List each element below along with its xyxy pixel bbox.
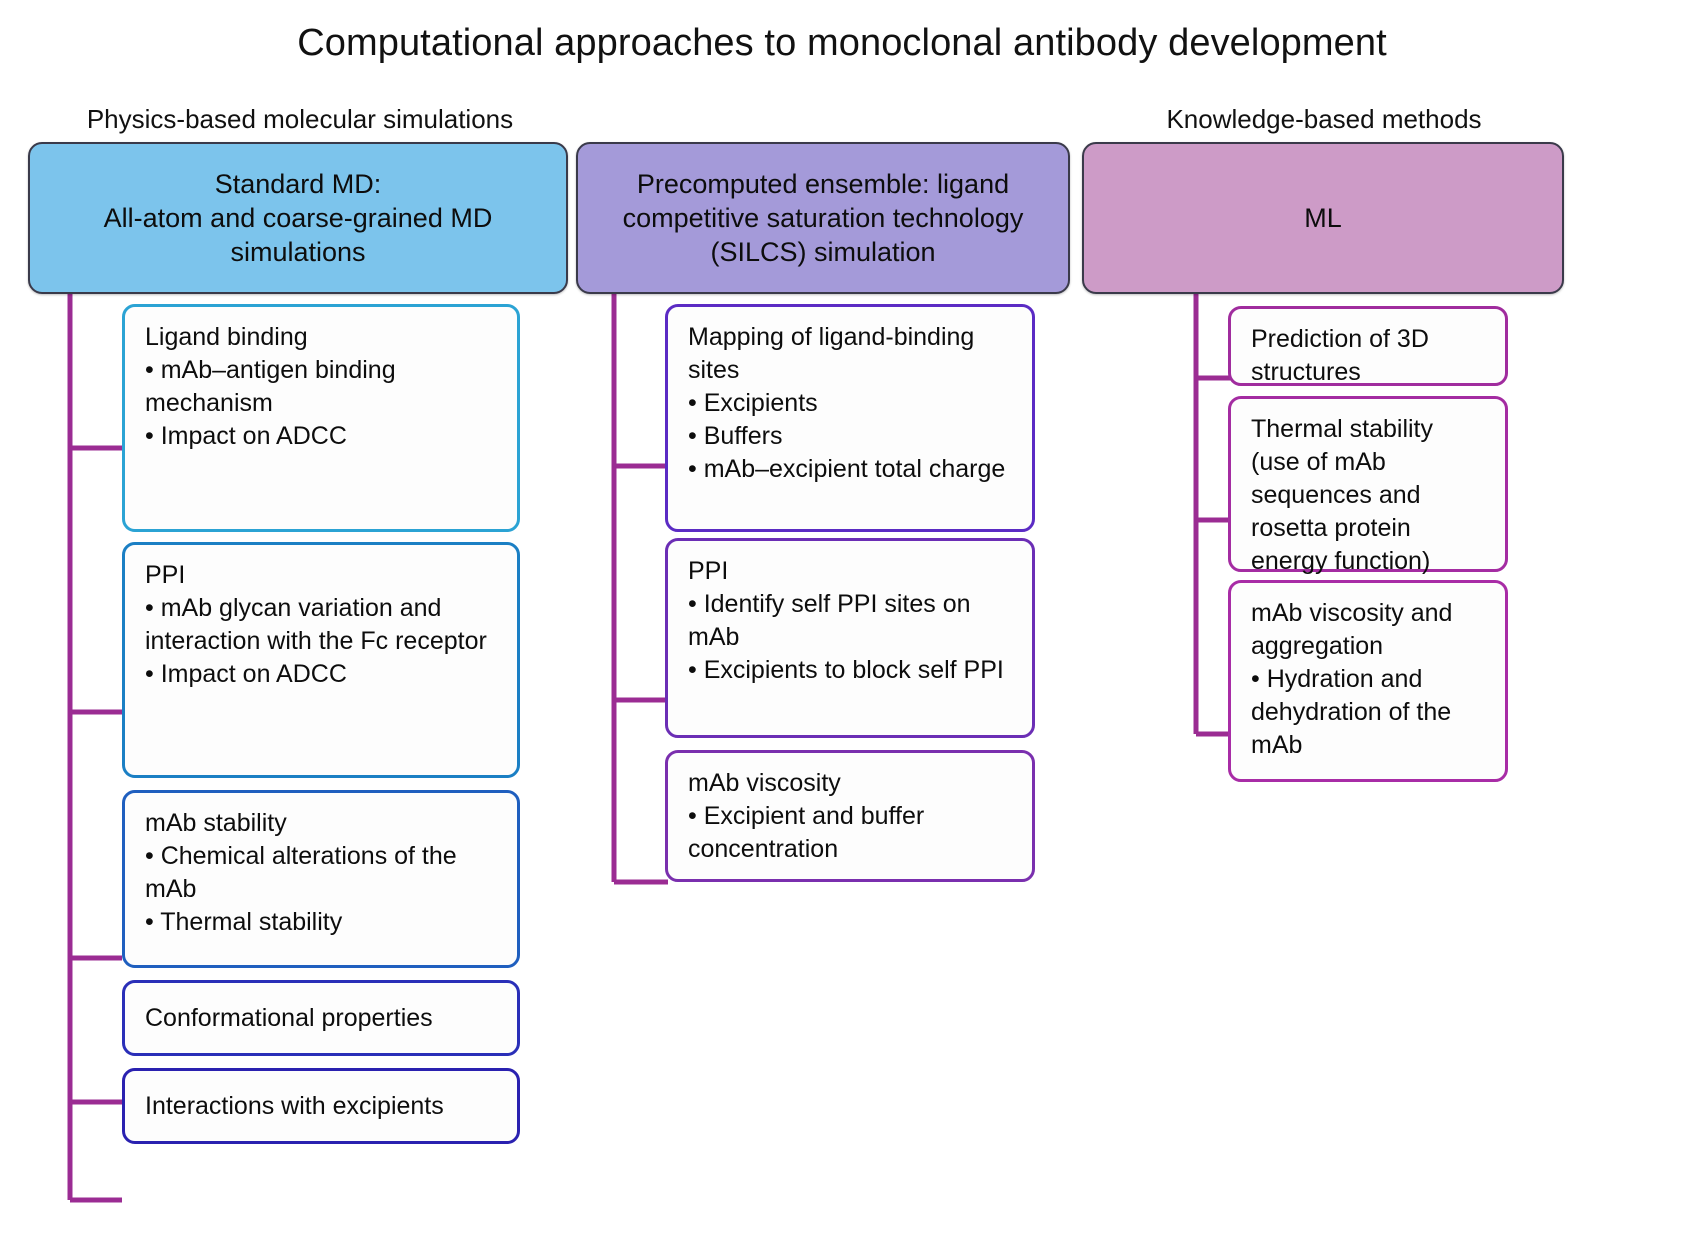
node-mab-viscosity-aggregation-ml-text: mAb viscosity and aggregation • Hydratio…	[1251, 599, 1453, 759]
node-conformational-properties-text: Conformational properties	[145, 1003, 433, 1032]
node-mab-stability[interactable]: mAb stability • Chemical alterations of …	[122, 790, 520, 968]
node-mab-viscosity-silcs-text: mAb viscosity • Excipient and buffer con…	[688, 769, 925, 863]
node-mab-stability-text: mAb stability • Chemical alterations of …	[145, 809, 457, 936]
node-ligand-binding[interactable]: Ligand binding • mAb–antigen binding mec…	[122, 304, 520, 532]
node-ppi-silcs[interactable]: PPI • Identify self PPI sites on mAb • E…	[665, 538, 1035, 738]
node-thermal-stability-ml[interactable]: Thermal stability (use of mAb sequences …	[1228, 396, 1508, 575]
node-prediction-3d-structures-text: Prediction of 3D structures	[1251, 325, 1429, 386]
node-ppi-md[interactable]: PPI • mAb glycan variation and interacti…	[122, 542, 520, 778]
node-mab-viscosity-aggregation-ml[interactable]: mAb viscosity and aggregation • Hydratio…	[1228, 580, 1508, 782]
node-mapping-ligand-binding-sites[interactable]: Mapping of ligand-binding sites • Excipi…	[665, 304, 1035, 532]
column-header-physics: Physics-based molecular simulations	[86, 104, 514, 134]
panel-standard-md[interactable]: Standard MD: All-atom and coarse-grained…	[28, 142, 568, 294]
node-prediction-3d-structures[interactable]: Prediction of 3D structures	[1228, 306, 1508, 386]
panel-standard-md-label: Standard MD: All-atom and coarse-grained…	[103, 168, 493, 268]
node-interactions-with-excipients-text: Interactions with excipients	[145, 1091, 444, 1120]
node-mapping-ligand-binding-sites-text: Mapping of ligand-binding sites • Excipi…	[688, 323, 1006, 483]
node-mab-viscosity-silcs[interactable]: mAb viscosity • Excipient and buffer con…	[665, 750, 1035, 882]
panel-ml-label: ML	[1304, 202, 1342, 233]
column-header-knowledge: Knowledge-based methods	[1166, 104, 1482, 134]
node-thermal-stability-ml-text: Thermal stability (use of mAb sequences …	[1251, 415, 1433, 575]
node-conformational-properties[interactable]: Conformational properties	[122, 980, 520, 1056]
panel-silcs-label: Precomputed ensemble: ligand competitive…	[622, 168, 1024, 268]
panel-silcs[interactable]: Precomputed ensemble: ligand competitive…	[576, 142, 1070, 294]
node-interactions-with-excipients[interactable]: Interactions with excipients	[122, 1068, 520, 1144]
node-ppi-silcs-text: PPI • Identify self PPI sites on mAb • E…	[688, 557, 1004, 684]
node-ligand-binding-text: Ligand binding • mAb–antigen binding mec…	[145, 323, 396, 450]
page-title: Computational approaches to monoclonal a…	[297, 22, 1387, 64]
panel-ml[interactable]: ML	[1082, 142, 1564, 294]
node-ppi-md-text: PPI • mAb glycan variation and interacti…	[145, 561, 487, 688]
